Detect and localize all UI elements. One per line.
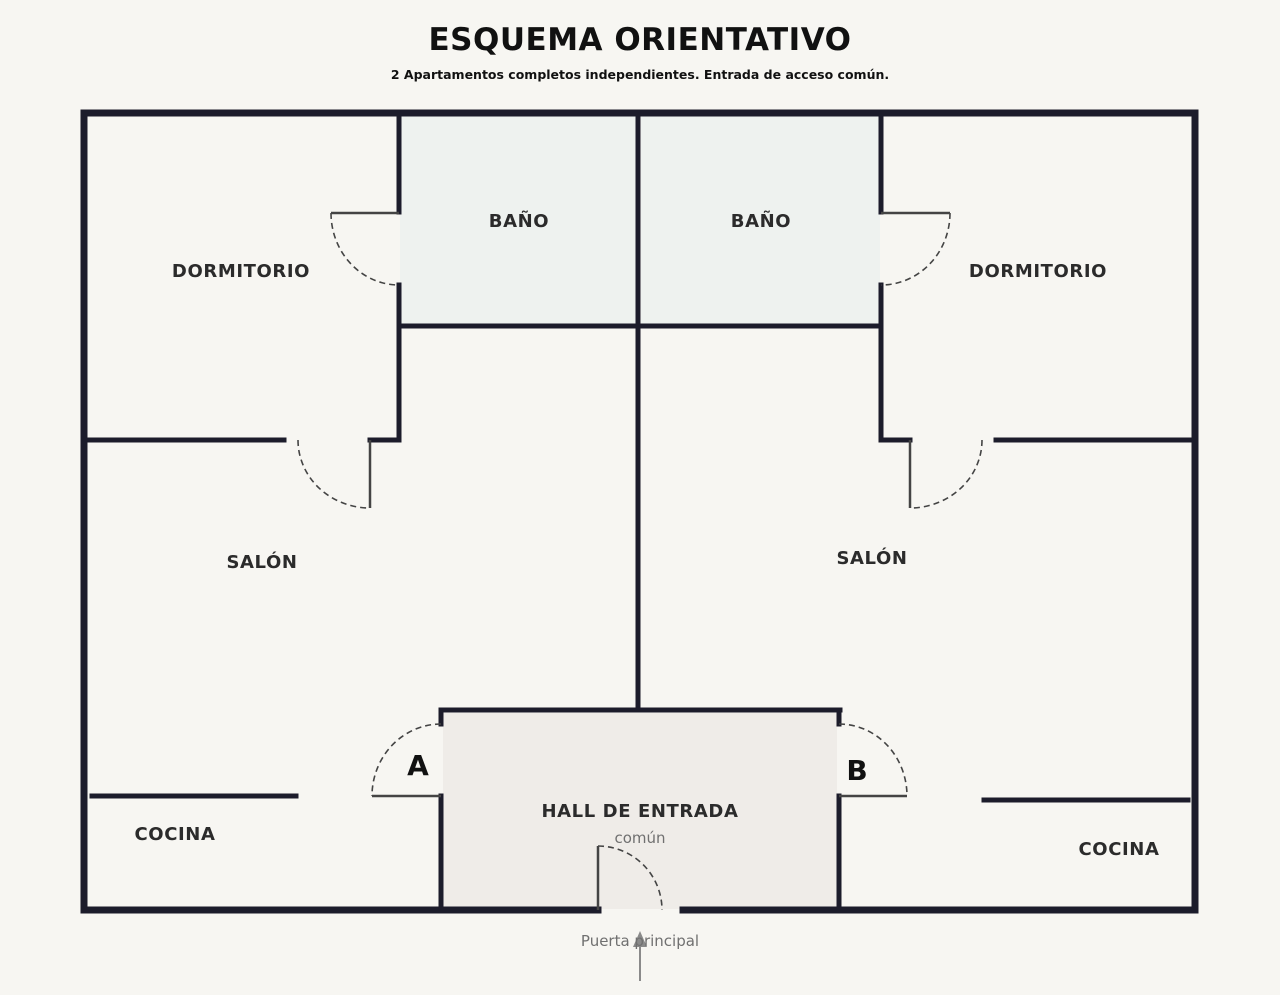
hall-fill xyxy=(443,713,837,909)
door-main-entrance xyxy=(596,845,663,911)
interior-walls xyxy=(84,113,1195,913)
entrance-arrow-icon xyxy=(633,931,647,981)
door-a xyxy=(371,723,442,798)
label-door-a: A xyxy=(407,749,429,782)
door-dormitorio-right xyxy=(908,439,983,509)
label-bano-right: BAÑO xyxy=(731,209,791,232)
label-salon-left: SALÓN xyxy=(226,551,297,573)
label-dormitorio-left: DORMITORIO xyxy=(172,261,310,282)
page-title: ESQUEMA ORIENTATIVO xyxy=(428,22,852,58)
label-bano-left: BAÑO xyxy=(489,209,549,232)
label-hall-sub: común xyxy=(614,829,665,847)
door-dormitorio-left xyxy=(297,439,372,509)
page-subtitle: 2 Apartamentos completos independientes.… xyxy=(390,67,890,82)
label-cocina-right: COCINA xyxy=(1078,839,1159,860)
label-salon-right: SALÓN xyxy=(836,547,907,569)
door-b xyxy=(838,723,908,798)
label-cocina-left: COCINA xyxy=(134,824,215,845)
door-bathroom-left xyxy=(330,211,400,286)
bathroom-right-fill xyxy=(641,116,880,326)
label-dormitorio-right: DORMITORIO xyxy=(969,261,1107,282)
bathroom-left-fill xyxy=(400,116,638,326)
label-hall: HALL DE ENTRADA xyxy=(541,801,738,822)
label-door-b: B xyxy=(846,754,867,787)
door-bathroom-right xyxy=(880,211,951,286)
outer-walls xyxy=(80,109,1199,914)
label-main-entrance: Puerta principal xyxy=(581,932,699,950)
